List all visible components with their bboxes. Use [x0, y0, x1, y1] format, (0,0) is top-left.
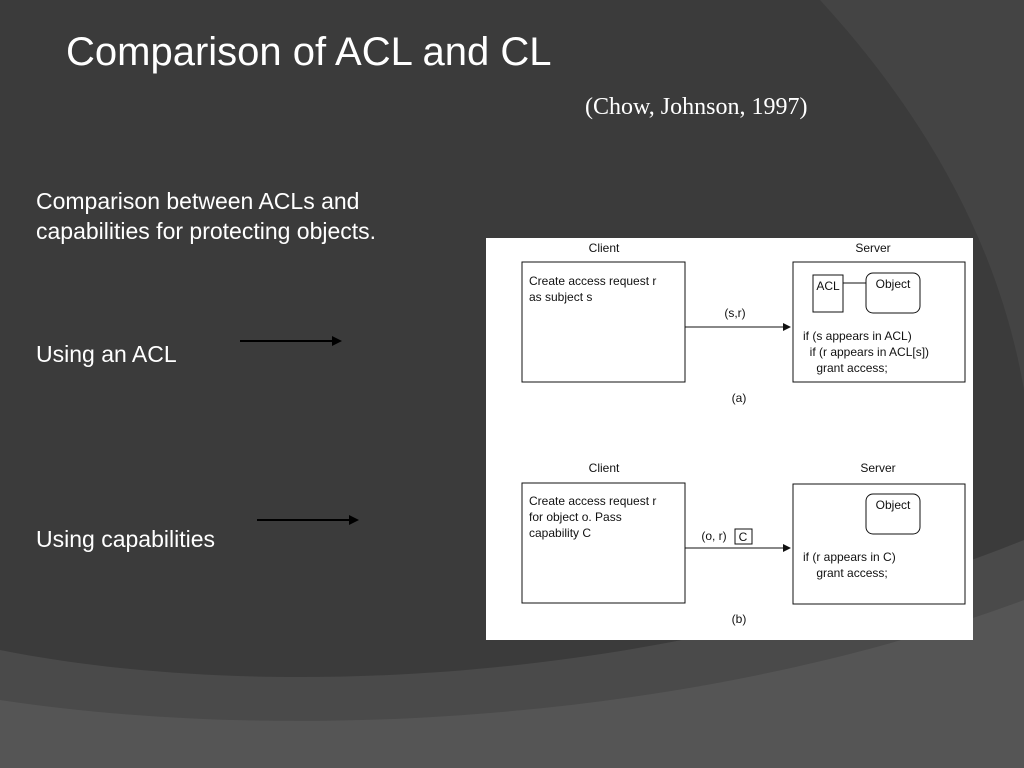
panel-a: Client Server Create access request r as…	[521, 241, 966, 405]
panel-a-client-line: Create access request r	[529, 274, 656, 288]
panel-b-client-line: capability C	[529, 526, 591, 540]
panel-a-server-header: Server	[855, 241, 890, 255]
panel-b-object-box	[865, 493, 921, 535]
panel-a-server-box	[792, 261, 966, 383]
panel-b-capability-label: C	[739, 530, 748, 544]
panel-b-client-header: Client	[589, 461, 620, 475]
panel-b-client-line: Create access request r	[529, 494, 656, 508]
panel-a-caption: (a)	[732, 391, 747, 405]
panel-a-object-label: Object	[876, 277, 911, 291]
panel-a-server-line: if (s appears in ACL)	[803, 329, 912, 343]
panel-b-server-line: if (r appears in C)	[803, 550, 896, 564]
panel-a-client-box	[521, 261, 686, 383]
capabilities-pointer-arrow-icon	[257, 515, 359, 525]
acl-vs-capabilities-figure: Client Server Create access request r as…	[486, 238, 973, 640]
panel-b-caption: (b)	[732, 612, 747, 626]
panel-b-server-header: Server	[860, 461, 895, 475]
panel-b: Client Server Create access request r fo…	[521, 461, 966, 626]
panel-b-capability-box	[734, 528, 753, 545]
panel-a-acl-box	[812, 274, 844, 313]
capabilities-label: Using capabilities	[36, 526, 215, 552]
panel-a-server-line: if (r appears in ACL[s])	[803, 345, 929, 359]
citation: (Chow, Johnson, 1997)	[585, 94, 808, 120]
panel-a-message: (s,r)	[724, 306, 745, 320]
panel-b-server-box	[792, 483, 966, 605]
panel-b-client-line: for object o. Pass	[529, 510, 622, 524]
panel-b-object-label: Object	[876, 498, 911, 512]
panel-b-message: (o, r)	[701, 529, 726, 543]
panel-a-server-line: grant access;	[803, 361, 888, 375]
panel-a-acl-label: ACL	[816, 279, 840, 293]
panel-a-client-line: as subject s	[529, 290, 592, 304]
panel-b-server-line: grant access;	[803, 566, 888, 580]
slide-title: Comparison of ACL and CL	[66, 30, 552, 74]
intro-text: Comparison between ACLs and capabilities…	[36, 188, 377, 244]
acl-label: Using an ACL	[36, 341, 177, 367]
panel-a-client-header: Client	[589, 241, 620, 255]
acl-pointer-arrow-icon	[240, 336, 342, 346]
panel-a-object-box	[865, 272, 921, 314]
panel-b-client-box	[521, 482, 686, 604]
